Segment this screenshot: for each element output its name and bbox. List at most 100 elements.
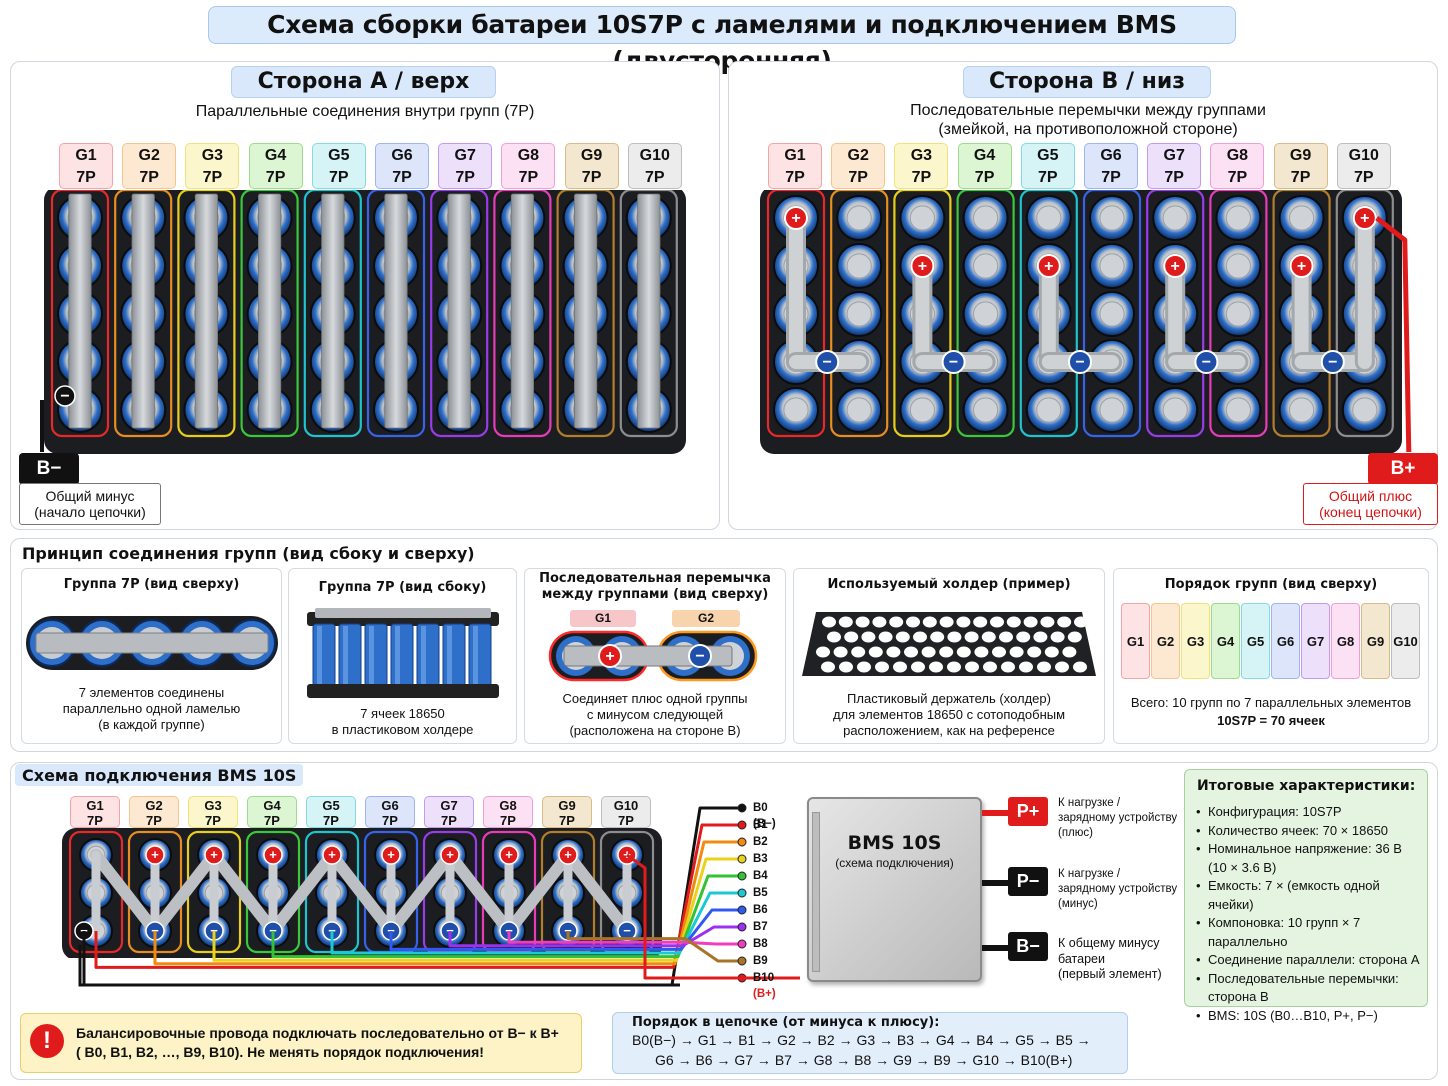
card-1-caption-3: (в каждой группе): [98, 717, 205, 732]
card-1-caption-2: параллельно одной ламелью: [62, 701, 241, 716]
group-label-name: G10: [613, 798, 639, 813]
battery-cell-cap: [973, 205, 999, 231]
holder-hole: [1006, 616, 1021, 628]
wire-end-dot: [737, 905, 747, 915]
balance-wire-label-8: B8: [753, 938, 768, 950]
group-outline: [556, 190, 615, 438]
spec-item: Количество ячеек: 70 × 18650: [1196, 822, 1426, 841]
plus-terminal-icon: [263, 845, 283, 865]
group-label-name: G4: [264, 147, 287, 164]
parallel-nickel-strip: [131, 193, 155, 429]
balance-wire-label-9: B9: [753, 955, 768, 967]
plus-sign: +: [387, 847, 395, 862]
p-minus-note-1: К нагрузке /: [1058, 868, 1121, 880]
b-minus-tag: B−: [19, 453, 79, 485]
plus-terminal-icon: [204, 845, 224, 865]
p-plus-wire: [982, 810, 1008, 816]
balance-wire-6: [389, 908, 742, 951]
minus-sign: −: [387, 923, 395, 938]
plus-sign: +: [1171, 258, 1180, 275]
specs-list: Конфигурация: 10S7PКоличество ячеек: 70 …: [1196, 803, 1426, 1025]
group-outline: [430, 190, 489, 438]
plus-terminal-icon: [145, 845, 165, 865]
group-label-name: G1: [75, 147, 97, 164]
holder-hole: [921, 646, 936, 658]
group-outline: [50, 190, 110, 438]
holder-illustration: [802, 612, 1096, 676]
cell-shine: [473, 626, 478, 684]
holder-hole: [1027, 646, 1042, 658]
holder-hole: [981, 631, 996, 643]
series-jumper-strip: [149, 849, 220, 937]
wire-end-dot: [737, 854, 747, 864]
holder-hole: [913, 631, 927, 643]
card-3-title-1: Последовательная перемычка: [539, 571, 771, 586]
holder-hole: [974, 646, 989, 658]
holder-hole: [861, 631, 876, 643]
cell-column-g4: [240, 190, 299, 438]
holder-hole: [904, 646, 918, 658]
principle-heading: Принцип соединения групп (вид сбоку и св…: [22, 544, 475, 563]
group-label-p: 7P: [382, 813, 398, 828]
holder-hole: [983, 661, 997, 673]
parallel-nickel-strip: [637, 193, 661, 429]
warning-line-2: ( B0, B1, B2, …, B9, B10). Не менять пор…: [76, 1044, 484, 1060]
spec-item: BMS: 10S (B0…B10, P+, P−): [1196, 1007, 1426, 1026]
group-label-name: G2: [138, 147, 160, 164]
holder-hole: [965, 661, 979, 673]
balance-wire-3: [212, 857, 742, 962]
group-label-name: G10: [639, 147, 670, 164]
holder-hole: [821, 661, 835, 673]
balance-wire-label-3: B3: [753, 853, 768, 865]
holder-hole: [964, 631, 979, 643]
group-label-name: G7: [1163, 147, 1185, 164]
b-minus-caption-1: Общий минус: [45, 488, 135, 504]
holder-hole: [1044, 646, 1059, 658]
group-side-view-illustration: [307, 608, 499, 698]
group-label-p: 7P: [205, 813, 221, 828]
plus-sign: +: [446, 847, 454, 862]
plus-sign: +: [210, 847, 218, 862]
plus-sign: +: [328, 847, 336, 862]
holder-hole: [833, 646, 848, 658]
battery-cell-cap: [1225, 205, 1251, 231]
series-jumper-strip: [562, 849, 633, 937]
minus-terminal-icon: [688, 644, 712, 668]
spec-item: Соединение параллели: сторона A: [1196, 951, 1426, 970]
group-label-name: G6: [391, 147, 413, 164]
cell-column-g4: [956, 190, 1015, 438]
group-label-p: 7P: [974, 169, 995, 186]
group-label-name: G7: [440, 798, 458, 813]
order-block-g5: G5: [1241, 603, 1270, 679]
holder-hole: [956, 646, 971, 658]
holder-hole: [893, 661, 907, 673]
group-label-p: 7P: [1354, 169, 1374, 186]
b-minus-note-3: (первый элемент): [1058, 967, 1162, 981]
chain-line-2: G6 → B6 → G7 → B7 → G8 → B8 → G9 → B9 → …: [655, 1052, 1073, 1068]
holder-hole: [1019, 661, 1033, 673]
group-label-p: 7P: [848, 169, 868, 186]
group-label-name: G1: [784, 147, 806, 164]
spec-item: сторона B: [1208, 989, 1269, 1004]
minus-terminal-icon: [1068, 350, 1092, 374]
minus-terminal-icon: [1320, 350, 1345, 374]
jumper-label-g1: G1: [570, 610, 636, 627]
plus-terminal-icon: [1163, 254, 1188, 278]
wire-end-dot: [737, 956, 747, 966]
wire-end-dot: [737, 820, 747, 830]
group-outline: [1335, 190, 1394, 438]
parallel-nickel-strip: [510, 193, 535, 429]
b10-suffix: (B+): [753, 988, 776, 1000]
cell-shine: [369, 626, 374, 684]
parallel-nickel-strip: [257, 193, 282, 429]
spec-item: Компоновка: 10 групп × 7 параллельно: [1196, 914, 1426, 951]
group-label-name: G2: [145, 798, 163, 813]
group-label-p: 7P: [1227, 169, 1248, 186]
